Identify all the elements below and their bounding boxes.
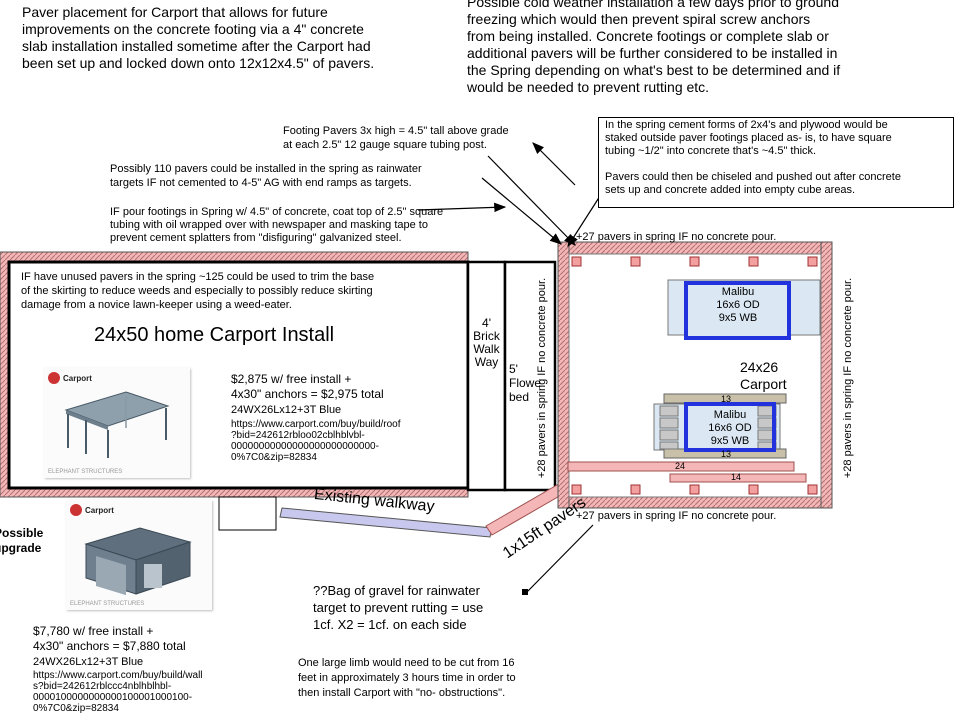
offer1-url[interactable]: https://www.carport.com/buy/build/roof ?… (231, 419, 401, 463)
upper-car-outline (684, 281, 791, 340)
note-top-right: Possible cold weather installation a few… (467, 0, 841, 95)
brand-name: Carport (85, 505, 114, 515)
note-gravel: ??Bag of gravel for rainwater target to … (313, 583, 484, 632)
carport-bottom-pavers-label: +27 pavers in spring IF no concrete pour… (576, 510, 777, 522)
carport-perimeter-bottom (557, 496, 833, 509)
brick-walkway-label: 4' Brick Walk Way (473, 316, 500, 369)
offer2-price: $7,780 w/ free install + 4x30" anchors =… (33, 624, 186, 653)
possible-upgrade-label: Possible upgrade (0, 526, 44, 555)
lower-car-label: Malibu 16x6 OD 9x5 WB (708, 409, 752, 447)
note-unused-pavers: IF have unused pavers in the spring ~125… (21, 271, 375, 311)
offer1-model: 24WX26Lx12+3T Blue (231, 404, 342, 416)
carport-size-label: 24x26 Carport (740, 359, 787, 392)
carport-perimeter-left (557, 241, 570, 509)
open-carport-icon (64, 391, 170, 458)
paver-blocks-left (659, 405, 679, 450)
brand-logo-icon (70, 504, 82, 516)
existing-walkway-shape (279, 507, 493, 538)
flower-bed-label: 5' Flower bed (509, 362, 541, 404)
post-pavers (571, 256, 818, 495)
home-title: 24x50 home Carport Install (94, 324, 335, 346)
lower-car-outline (684, 402, 776, 452)
brand-logo-icon (48, 372, 60, 384)
count-24: 24 (675, 461, 686, 471)
note-spring-forms: In the spring cement forms of 2x4's and … (598, 117, 954, 208)
brand-footer: ELEPHANT STRUCTURES (48, 469, 123, 475)
note-footing-pavers: Footing Pavers 3x high = 4.5" tall above… (283, 125, 509, 151)
carport-perimeter-top (557, 241, 833, 255)
gravel-marker (522, 589, 528, 595)
carport-left-pavers-label: +28 pavers in spring IF no concrete pour… (536, 277, 548, 479)
offer2-url[interactable]: https://www.carport.com/buy/build/wall s… (33, 670, 203, 714)
brand-footer: ELEPHANT STRUCTURES (70, 601, 145, 607)
brick-walkway-area (466, 260, 507, 492)
note-possibly-110: Possibly 110 pavers could be installed i… (110, 163, 422, 189)
count-13-bottom: 13 (721, 449, 732, 459)
carport-photo-1: Carport ELEPHANT STRUCTURES (44, 368, 190, 478)
brand-name: Carport (63, 373, 92, 383)
offer2-model: 24WX26Lx12+3T Blue (33, 656, 144, 668)
enclosed-garage-icon (84, 527, 192, 596)
offer1-price: $2,875 w/ free install + 4x30" anchors =… (231, 372, 384, 401)
carport-photo-2: Carport ELEPHANT STRUCTURES (66, 500, 212, 610)
carport-top-pavers-label: +27 pavers in spring IF no concrete pour… (576, 231, 777, 243)
note-if-pour: IF pour footings in Spring w/ 4.5" of co… (110, 206, 444, 244)
paver-row-24 (567, 461, 795, 472)
paver-row-14 (669, 473, 807, 483)
note-top-left: Paver placement for Carport that allows … (22, 4, 375, 71)
count-13-top: 13 (721, 394, 732, 404)
flower-bed-area (503, 260, 557, 492)
upper-car-label: Malibu 16x6 OD 9x5 WB (716, 286, 760, 324)
carport-right-pavers-label: +28 pavers in spring IF no concrete pour… (842, 277, 854, 479)
carport-perimeter-right (820, 241, 833, 509)
annotation-arrows (417, 142, 601, 593)
step-box (218, 496, 277, 531)
note-limb: One large limb would need to be cut from… (298, 657, 516, 699)
count-14: 14 (731, 472, 742, 482)
